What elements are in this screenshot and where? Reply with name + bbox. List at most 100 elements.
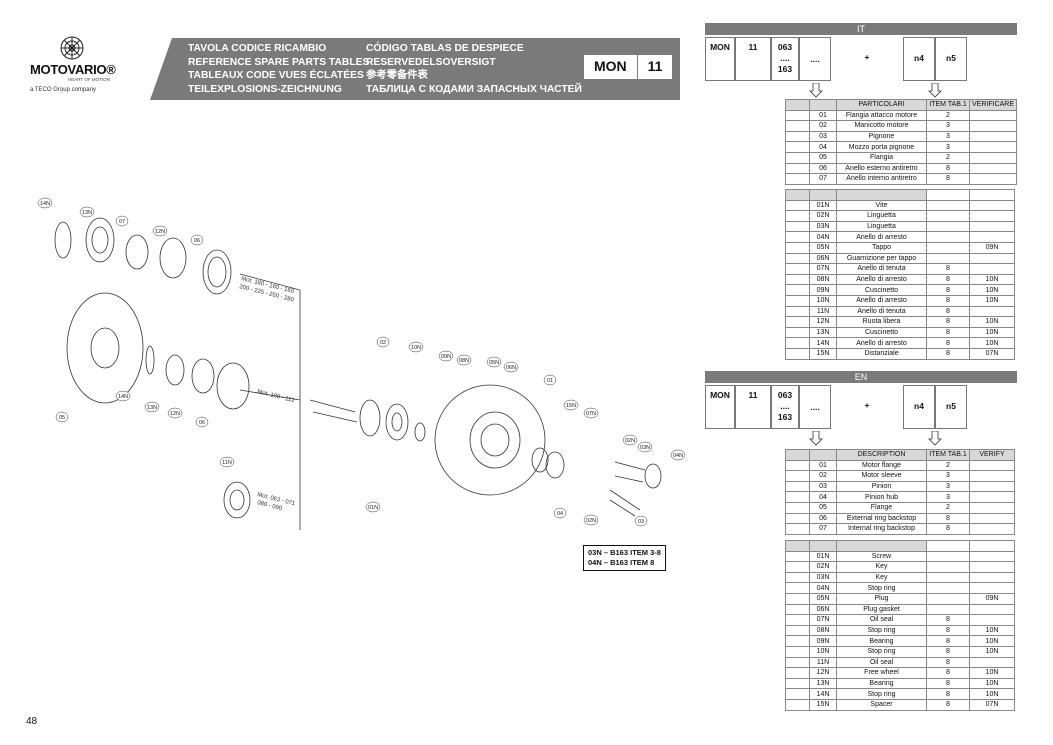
part-code: 07N xyxy=(809,263,837,275)
part-description: Mozzo porta pignone xyxy=(836,141,927,153)
row-spacer xyxy=(785,491,810,503)
callout-07N: 07N xyxy=(583,407,599,419)
item-tab: 8 xyxy=(926,284,970,296)
row-spacer xyxy=(785,480,810,493)
table-header-blank xyxy=(785,540,810,552)
svg-text:02: 02 xyxy=(380,340,386,346)
item-tab: 8 xyxy=(926,523,970,535)
item-tab xyxy=(926,231,970,243)
it-code-box: MON 11 063....163 .... + n4 n5 xyxy=(705,37,968,81)
part-code: 02 xyxy=(809,470,837,482)
svg-text:05N: 05N xyxy=(489,360,499,366)
code-cell: n4 xyxy=(903,385,935,429)
verify-ref xyxy=(969,263,1015,275)
verify-ref xyxy=(969,561,1015,573)
table-header-blank xyxy=(809,99,837,111)
table-header: DESCRIPTION xyxy=(836,449,927,461)
down-arrow-icon xyxy=(809,431,823,446)
row-spacer xyxy=(785,582,810,594)
down-arrow-icon xyxy=(809,83,823,98)
title-line: 参考零备件表 xyxy=(366,70,428,82)
table-header: PARTICOLARI xyxy=(836,99,927,111)
down-arrow-icon xyxy=(928,83,942,98)
item-note: 03N – B163 ITEM 3-8 04N – B163 ITEM 8 xyxy=(583,545,666,571)
part-description: Stop ring xyxy=(836,688,927,700)
callout-02N: 02N xyxy=(622,434,638,446)
item-tab: 3 xyxy=(926,480,970,493)
svg-text:07: 07 xyxy=(119,219,125,225)
item-tab: 2 xyxy=(926,109,970,122)
item-tab: 8 xyxy=(926,677,970,690)
verify-ref xyxy=(969,614,1015,626)
part-description: Distanziale xyxy=(836,347,927,360)
verify-ref: 10N xyxy=(969,284,1015,296)
part-code: 06 xyxy=(809,512,837,525)
callout-04N: 04N xyxy=(670,449,686,461)
verify-ref: 10N xyxy=(969,326,1015,339)
code-cell: n4 xyxy=(903,37,935,81)
row-spacer xyxy=(785,273,810,286)
item-tab: 2 xyxy=(926,151,970,164)
part-description: Ruota libera xyxy=(836,316,927,328)
code-cell: n5 xyxy=(935,385,967,429)
part-description: Spacer xyxy=(836,698,927,711)
exploded-diagram: Mot. 180 - 160 - 160 200 - 225 - 250 - 2… xyxy=(37,197,686,530)
svg-text:01: 01 xyxy=(547,378,553,384)
verify-ref xyxy=(969,571,1015,584)
item-tab: 8 xyxy=(926,688,970,700)
part-description: Cuscinetto xyxy=(836,326,927,339)
svg-text:14N: 14N xyxy=(118,394,128,400)
svg-text:05: 05 xyxy=(59,415,65,421)
item-tab xyxy=(926,220,970,233)
code-cell: 11 xyxy=(735,385,771,429)
item-tab xyxy=(926,241,970,254)
note-line: 04N – B163 ITEM 8 xyxy=(588,558,655,567)
row-spacer xyxy=(785,512,810,525)
row-spacer xyxy=(785,173,810,185)
mon-label: MON xyxy=(584,55,638,79)
table-header-blank xyxy=(969,540,1015,552)
row-spacer xyxy=(785,162,810,175)
item-tab xyxy=(926,252,970,265)
svg-text:12N: 12N xyxy=(170,411,180,417)
title-line: TEILEXPLOSIONS-ZEICHNUNG xyxy=(188,83,342,95)
table-header-blank xyxy=(809,449,837,461)
row-spacer xyxy=(785,592,810,605)
callout-13N: 13N xyxy=(144,401,160,413)
part-code: 11N xyxy=(809,305,837,318)
gear-flower-icon xyxy=(60,36,84,60)
verify-ref: 09N xyxy=(969,241,1015,254)
code-cell: .... xyxy=(799,37,831,81)
part-description: Anello interno antiretro xyxy=(836,173,927,185)
verify-ref xyxy=(969,220,1015,233)
row-spacer xyxy=(785,199,810,212)
row-spacer xyxy=(785,698,810,711)
motor-note: Mot. 100 - 112 xyxy=(257,389,296,404)
row-spacer xyxy=(785,210,810,222)
svg-text:08N: 08N xyxy=(459,358,469,364)
part-description: Vite xyxy=(836,199,927,212)
svg-text:06: 06 xyxy=(194,238,200,244)
row-spacer xyxy=(785,459,810,472)
code-cell: 063....163 xyxy=(771,37,799,81)
row-spacer xyxy=(785,263,810,275)
part-code: 13N xyxy=(809,677,837,690)
item-tab: 8 xyxy=(926,614,970,626)
part-description: Flangia attacco motore xyxy=(836,109,927,122)
part-code: 01 xyxy=(809,459,837,472)
callout-03: 03 xyxy=(634,515,648,527)
table-header: ITEM TAB.1 xyxy=(926,449,970,461)
row-spacer xyxy=(785,614,810,626)
part-code: 03 xyxy=(809,480,837,493)
